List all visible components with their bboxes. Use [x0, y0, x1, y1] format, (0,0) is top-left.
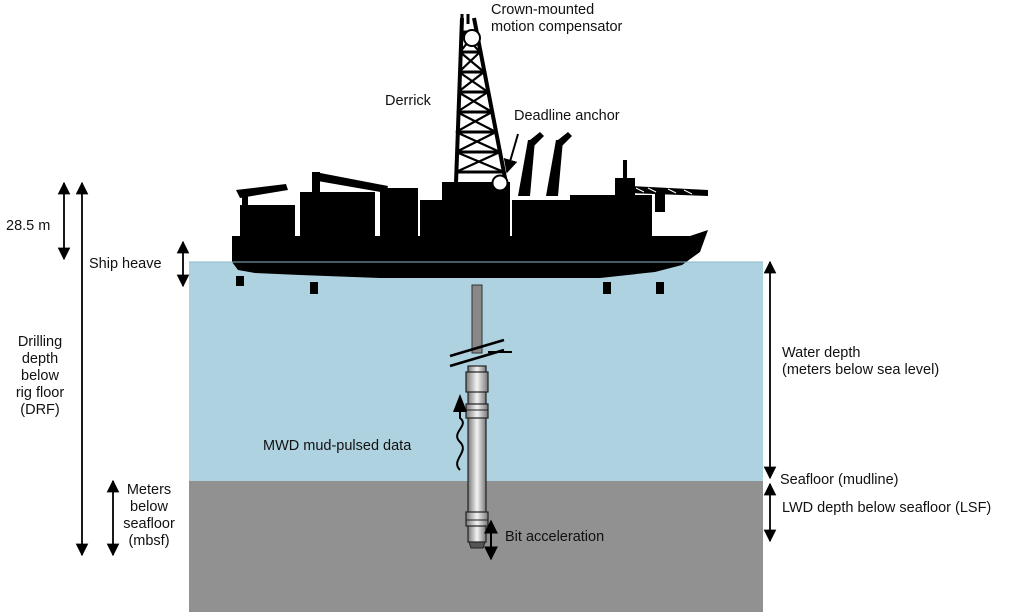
deadline-anchor-marker — [491, 174, 509, 192]
seafloor-label: Seafloor (mudline) — [780, 472, 899, 488]
deadline-anchor-pointer — [503, 133, 519, 174]
bit-acceleration-label: Bit acceleration — [505, 529, 605, 545]
water-depth-label: Water depth (meters below sea level) — [782, 345, 940, 378]
ship-heave-label: Ship heave — [89, 256, 162, 272]
crown-compensator-label: Crown-mounted motion compensator — [491, 2, 623, 35]
lwd-depth-label: LWD depth below seafloor (LSF) — [782, 500, 992, 516]
deadline-anchor-label: Deadline anchor — [514, 108, 620, 124]
mwd-data-label: MWD mud-pulsed data — [263, 438, 412, 454]
mwd-pulse-arrowhead — [453, 394, 467, 412]
rig-height-label: 28.5 m — [6, 218, 51, 234]
mwd-pulse-wave — [456, 408, 464, 471]
forward-crane-lattice — [635, 187, 693, 195]
derrick-label: Derrick — [385, 93, 431, 109]
drilling-depth-label: Drilling depth below rig floor (DRF) — [15, 334, 65, 418]
crown-compensator-marker — [463, 29, 481, 47]
mbsf-label: Meters below seafloor (mbsf) — [123, 482, 175, 549]
drillship — [232, 132, 708, 294]
drill-string — [449, 284, 512, 549]
